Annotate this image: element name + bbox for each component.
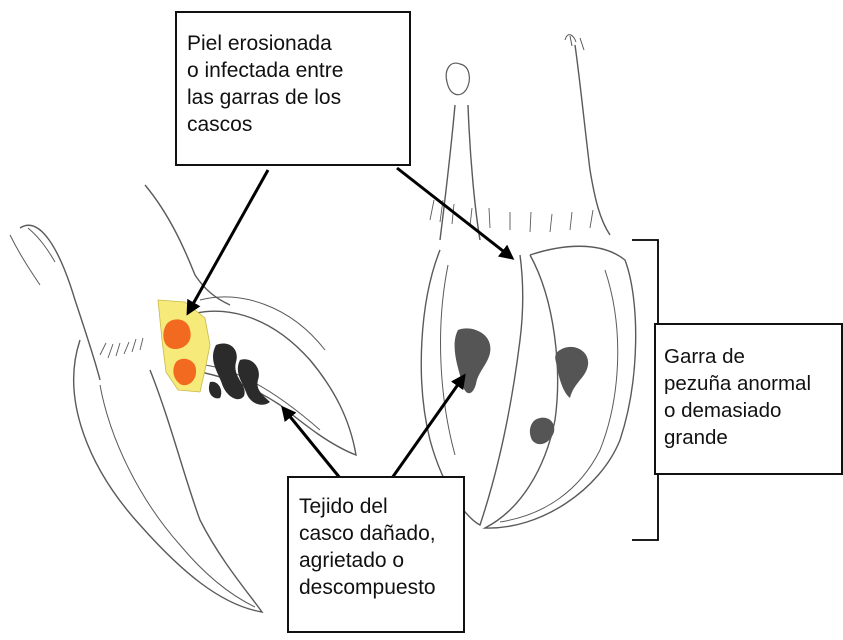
callout-line: descompuesto [299,574,455,601]
callout-line: pezuña anormal [664,370,841,397]
callout-line: Piel erosionada [187,30,399,57]
callout-line: casco dañado, [299,520,455,547]
damaged-tissue-left [209,344,270,405]
callout-abnormal-claw: Garra de pezuña anormal o demasiado gran… [654,323,843,475]
right-hoof-right-claw [485,246,636,528]
callout-line: o demasiado [664,397,841,424]
left-leg-outline [20,225,100,380]
right-dewclaw-right [575,45,610,235]
callout-line: Tejido del [299,493,455,520]
left-leg-upper [145,185,230,305]
damaged-tissue-right [455,328,589,444]
right-hoof-drawing [421,35,635,528]
lesion-area [158,300,210,392]
callout-line: agrietado o [299,547,455,574]
arrow-skin-to-lesion [188,170,268,313]
callout-line: grande [664,424,841,451]
arrow-skin-to-right-hoof [397,168,512,258]
arrow-tissue-to-right-hoof [392,376,464,478]
callout-skin-erosion: Piel erosionada o infectada entre las ga… [175,11,411,166]
callout-line: cascos [187,111,399,138]
callout-damaged-tissue: Tejido del casco dañado, agrietado o des… [287,476,465,633]
callout-line: Garra de [664,343,841,370]
callout-line: las garras de los [187,84,399,111]
callout-line: o infectada entre [187,57,399,84]
